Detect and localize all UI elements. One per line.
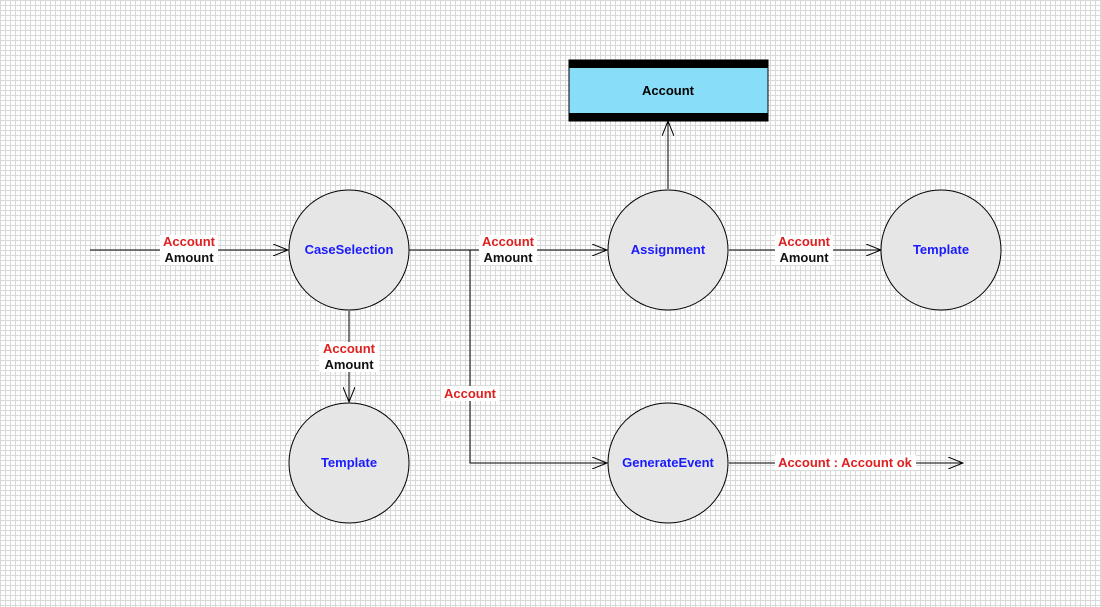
- process-label: Template: [321, 455, 377, 470]
- process-case-selection[interactable]: CaseSelection: [288, 189, 410, 311]
- data-store-account[interactable]: Account: [568, 59, 769, 122]
- flow-label-case-to-template: Account Amount: [319, 341, 379, 372]
- flow-label-branch-to-generate: Account: [441, 386, 499, 401]
- flow-label-input: Account Amount: [160, 234, 218, 265]
- process-generate-event[interactable]: GenerateEvent: [607, 402, 729, 524]
- flow-label-secondary: Amount: [779, 250, 829, 265]
- process-assignment[interactable]: Assignment: [607, 189, 729, 311]
- flow-label-assignment-to-template: Account Amount: [775, 234, 833, 265]
- process-template-bottom[interactable]: Template: [288, 402, 410, 524]
- flow-label-primary: Account: [444, 386, 497, 401]
- flow-label-primary: Account : Account ok: [778, 455, 913, 470]
- flow-line-branch-to-generate[interactable]: [469, 250, 607, 463]
- flow-label-primary: Account: [778, 234, 831, 249]
- flow-label-secondary: Amount: [164, 250, 214, 265]
- flow-label-case-to-assignment: Account Amount: [479, 234, 537, 265]
- flow-label-primary: Account: [163, 234, 216, 249]
- flow-lines: [90, 121, 963, 463]
- data-store-label: Account: [642, 83, 695, 98]
- process-label: CaseSelection: [305, 242, 394, 257]
- flow-label-primary: Account: [482, 234, 535, 249]
- flow-label-primary: Account: [323, 341, 376, 356]
- flow-label-secondary: Amount: [324, 357, 374, 372]
- process-template-right[interactable]: Template: [880, 189, 1002, 311]
- flow-label-secondary: Amount: [483, 250, 533, 265]
- process-label: Template: [913, 242, 969, 257]
- process-label: Assignment: [631, 242, 706, 257]
- flow-label-generate-output: Account : Account ok: [775, 455, 916, 470]
- process-label: GenerateEvent: [622, 455, 714, 470]
